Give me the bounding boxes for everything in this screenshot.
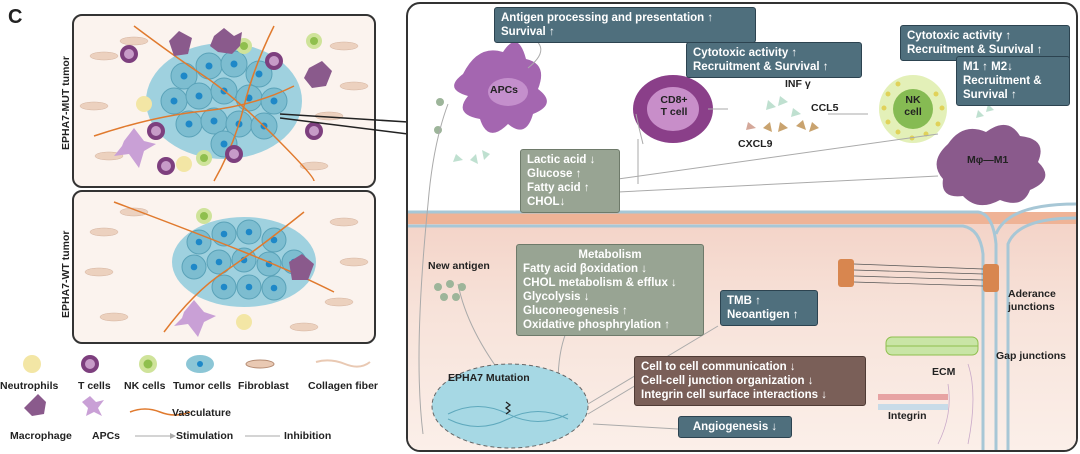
mechanism-illustration: [408, 31, 1076, 450]
nk-effects-box: Cytotoxic activity ↑ Recruitment & Survi…: [900, 25, 1070, 61]
metabolism-2: CHOL metabolism & efflux ↓: [523, 277, 677, 289]
nk-cells: [196, 33, 322, 166]
integrin-label: Integrin: [888, 410, 927, 422]
neutrophil-icon: [23, 355, 41, 373]
nk-label-line1: NK: [905, 94, 921, 106]
macrophage-label: Mφ—M1: [967, 154, 1009, 166]
legend-tumor-cells: Tumor cells: [173, 380, 232, 392]
angiogenesis-1: Angiogenesis ↓: [692, 421, 778, 433]
cd8-label: CD8+ T cell: [650, 94, 698, 118]
metabolite-4: CHOL↓: [527, 196, 566, 208]
wt-tumor-illustration: [84, 201, 369, 337]
legend-neutrophils: Neutrophils: [0, 380, 59, 392]
ecm-label: ECM: [932, 366, 956, 378]
legend-fibroblast: Fibroblast: [238, 380, 289, 392]
cd8-effect-1: Cytotoxic activity ↑: [693, 47, 798, 59]
ccl5-label: CCL5: [811, 102, 839, 114]
macrophage-icon: [24, 394, 46, 416]
m1-effect-3: Survival ↑: [963, 89, 1017, 101]
apc-cell: [114, 128, 156, 168]
tmb-2: Neoantigen ↑: [727, 309, 799, 321]
metabolism-box: Metabolism Fatty acid βoxidation ↓ CHOL …: [516, 244, 704, 336]
metabolism-4: Gluconeogenesis ↑: [523, 305, 628, 317]
panel-letter: C: [8, 6, 23, 28]
mutation-label: EPHA7 Mutation: [448, 372, 530, 384]
cell-membrane: [408, 202, 1076, 450]
mut-tumor-panel: [72, 14, 376, 188]
metabolite-3: Fatty acid ↑: [527, 182, 590, 194]
nk-effect-2: Recruitment & Survival ↑: [907, 44, 1043, 56]
metabolite-2: Glucose ↑: [527, 168, 582, 180]
macrophages: [169, 28, 332, 88]
infg-label: INF γ: [785, 78, 811, 90]
nk-effect-1: Cytotoxic activity ↑: [907, 30, 1012, 42]
vasculature-icon: [129, 408, 191, 416]
chemokines: [746, 96, 819, 132]
communication-2: Cell-cell junction organization ↓: [641, 375, 814, 387]
collagen-icon: [315, 359, 371, 368]
nk-label-line2: cell: [904, 106, 922, 118]
metabolite-box: Lactic acid ↓ Glucose ↑ Fatty acid ↑ CHO…: [520, 149, 620, 213]
nk-label: NK cell: [895, 94, 931, 118]
nk-cell-large: [879, 75, 947, 143]
legend-macrophage: Macrophage: [10, 430, 72, 442]
cd8-effects-box: Cytotoxic activity ↑ Recruitment & Survi…: [686, 42, 862, 78]
cd8-label-line1: CD8+: [660, 94, 688, 106]
angiogenesis-box: Angiogenesis ↓: [678, 416, 792, 438]
m1-effects-box: M1 ↑ M2↓ Recruitment & Survival ↑: [956, 56, 1070, 106]
legend-nk-cells: NK cells: [124, 380, 166, 392]
neutrophils: [136, 96, 192, 172]
legend-inhibition: Inhibition: [284, 430, 332, 442]
legend: Neutrophils T cells NK cells Tumor cells…: [0, 350, 400, 454]
tmb-1: TMB ↑: [727, 295, 761, 307]
gap-junction: [885, 336, 979, 356]
apc-effect-1: Antigen processing and presentation ↑: [501, 12, 714, 24]
cxcl9-label: CXCL9: [738, 138, 773, 150]
vasculature: [93, 25, 315, 182]
m1-macrophage: [936, 124, 1046, 206]
legend-collagen: Collagen fiber: [308, 380, 379, 392]
apc-cell-large: [454, 42, 547, 133]
gap-junction-label: Gap junctions: [996, 350, 1067, 362]
m1-effect-1: M1 ↑ M2↓: [963, 61, 1013, 73]
apc-effect-2: Survival ↑: [501, 26, 555, 38]
legend-vasculature: Vasculature: [172, 407, 231, 419]
metabolism-title: Metabolism: [578, 249, 642, 261]
mut-tumor-label: EPHA7-MUT tumor: [60, 56, 72, 150]
metabolism-5: Oxidative phosphrylation ↑: [523, 319, 670, 331]
tumor-mass: [146, 43, 302, 159]
apc-effects-box: Antigen processing and presentation ↑ Su…: [494, 7, 756, 43]
mechanism-panel: APCs CD8+ T cell NK cell Mφ—M1 INF γ CCL…: [406, 2, 1078, 452]
apcs-label: APCs: [490, 84, 519, 96]
legend-stimulation: Stimulation: [176, 430, 234, 442]
new-antigen-label: New antigen: [428, 260, 490, 272]
zoom-connector: [280, 113, 409, 135]
communication-1: Cell to cell communication ↓: [641, 361, 796, 373]
communication-box: Cell to cell communication ↓ Cell-cell j…: [634, 356, 866, 406]
adherence-junction: [838, 259, 999, 292]
mutation-nucleus: [431, 363, 589, 449]
cd8-effect-2: Recruitment & Survival ↑: [693, 61, 829, 73]
tmb-box: TMB ↑ Neoantigen ↑: [720, 290, 818, 326]
cd8-label-line2: T cell: [660, 106, 688, 118]
metabolism-3: Glycolysis ↓: [523, 291, 590, 303]
apc-icon: [82, 396, 104, 416]
integrin: [878, 394, 948, 410]
metabolite-1: Lactic acid ↓: [527, 154, 596, 166]
new-antigen-dots: [434, 280, 466, 301]
mut-tumor-illustration: [79, 25, 369, 182]
communication-3: Integrin cell surface interactions ↓: [641, 389, 827, 401]
m1-effect-2: Recruitment &: [963, 75, 1042, 87]
t-cells: [120, 45, 323, 175]
adherence-label: Aderance junctions: [1008, 288, 1056, 313]
metabolism-1: Fatty acid βoxidation ↓: [523, 263, 647, 275]
legend-t-cells: T cells: [78, 380, 111, 392]
legend-apcs: APCs: [92, 430, 121, 442]
cd8-t-cell: [633, 75, 713, 143]
wt-tumor-panel: [72, 190, 376, 344]
fibroblast-icon: [245, 359, 275, 369]
wt-tumor-label: EPHA7-WT tumor: [60, 230, 72, 319]
